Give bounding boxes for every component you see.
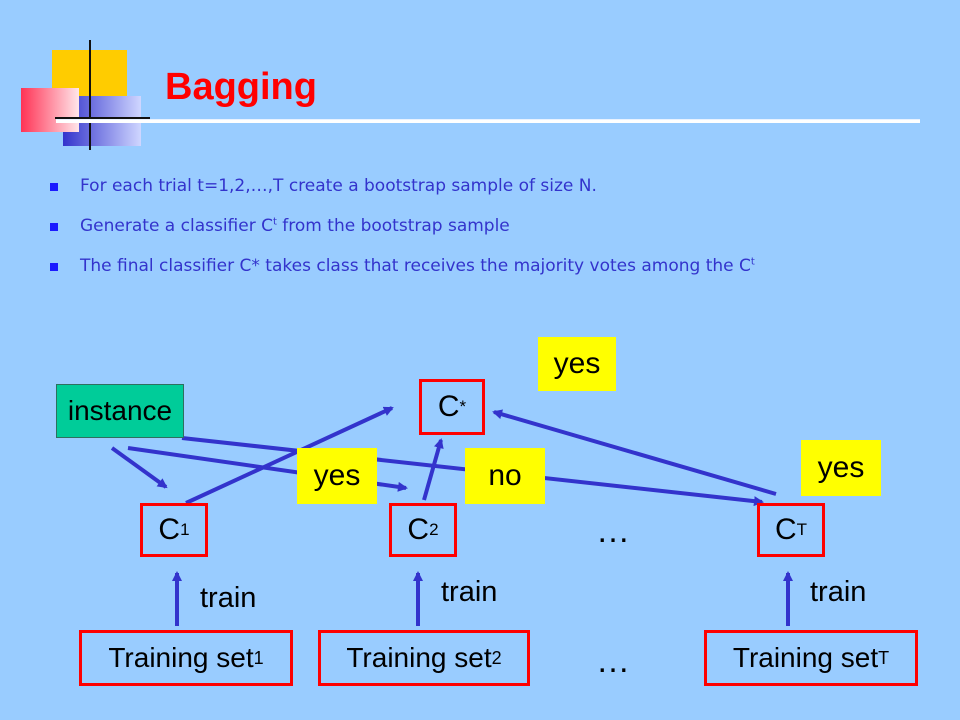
- bullet-superscript: t: [750, 256, 755, 268]
- slide-title: Bagging: [165, 66, 317, 108]
- bullet-text: Generate a classifier C: [80, 216, 273, 236]
- training-set-label: Training set: [732, 642, 879, 673]
- instance-box: instance: [56, 384, 184, 438]
- bullet-list: For each trial t=1,2,…,T create a bootst…: [50, 174, 955, 294]
- node-label: C: [158, 513, 181, 546]
- bullet-item: The final classifier C* takes class that…: [50, 254, 955, 279]
- training-set-label: Training set: [346, 642, 492, 673]
- train-label-2: train: [441, 576, 498, 608]
- final-classifier-node: C*: [419, 379, 485, 435]
- title-underline: [56, 119, 920, 123]
- square-bullet-icon: [50, 183, 58, 191]
- vote-box-c2: no: [465, 448, 545, 504]
- bullet-item: For each trial t=1,2,…,T create a bootst…: [50, 174, 955, 199]
- training-set-label: Training set: [108, 642, 254, 673]
- node-label: C: [407, 513, 430, 546]
- ellipsis-classifiers: …: [596, 512, 632, 550]
- vote-box-c1: yes: [297, 448, 377, 504]
- node-label: C: [437, 390, 460, 423]
- train-label-1: train: [200, 582, 257, 614]
- square-bullet-icon: [50, 263, 58, 271]
- bullet-superscript: t: [272, 216, 277, 228]
- arrow-ct-to-cstar: [492, 409, 777, 496]
- node-label: C: [774, 513, 797, 546]
- arrow-c2-to-cstar: [422, 438, 444, 501]
- bullet-text: from the bootstrap sample: [276, 216, 510, 236]
- vote-box-cstar: yes: [538, 337, 616, 391]
- arrow-instance-to-c1: [110, 446, 168, 489]
- bullet-text: For each trial t=1,2,…,T create a bootst…: [80, 176, 597, 196]
- arrow-c1-to-cstar: [185, 406, 394, 505]
- square-bullet-icon: [50, 223, 58, 231]
- vote-box-ct: yes: [801, 440, 881, 496]
- bullet-text: The final classifier C* takes class that…: [80, 256, 751, 276]
- ellipsis-training-sets: …: [596, 642, 632, 680]
- train-label-t: train: [810, 576, 867, 608]
- bullet-item: Generate a classifier Ct from the bootst…: [50, 214, 955, 239]
